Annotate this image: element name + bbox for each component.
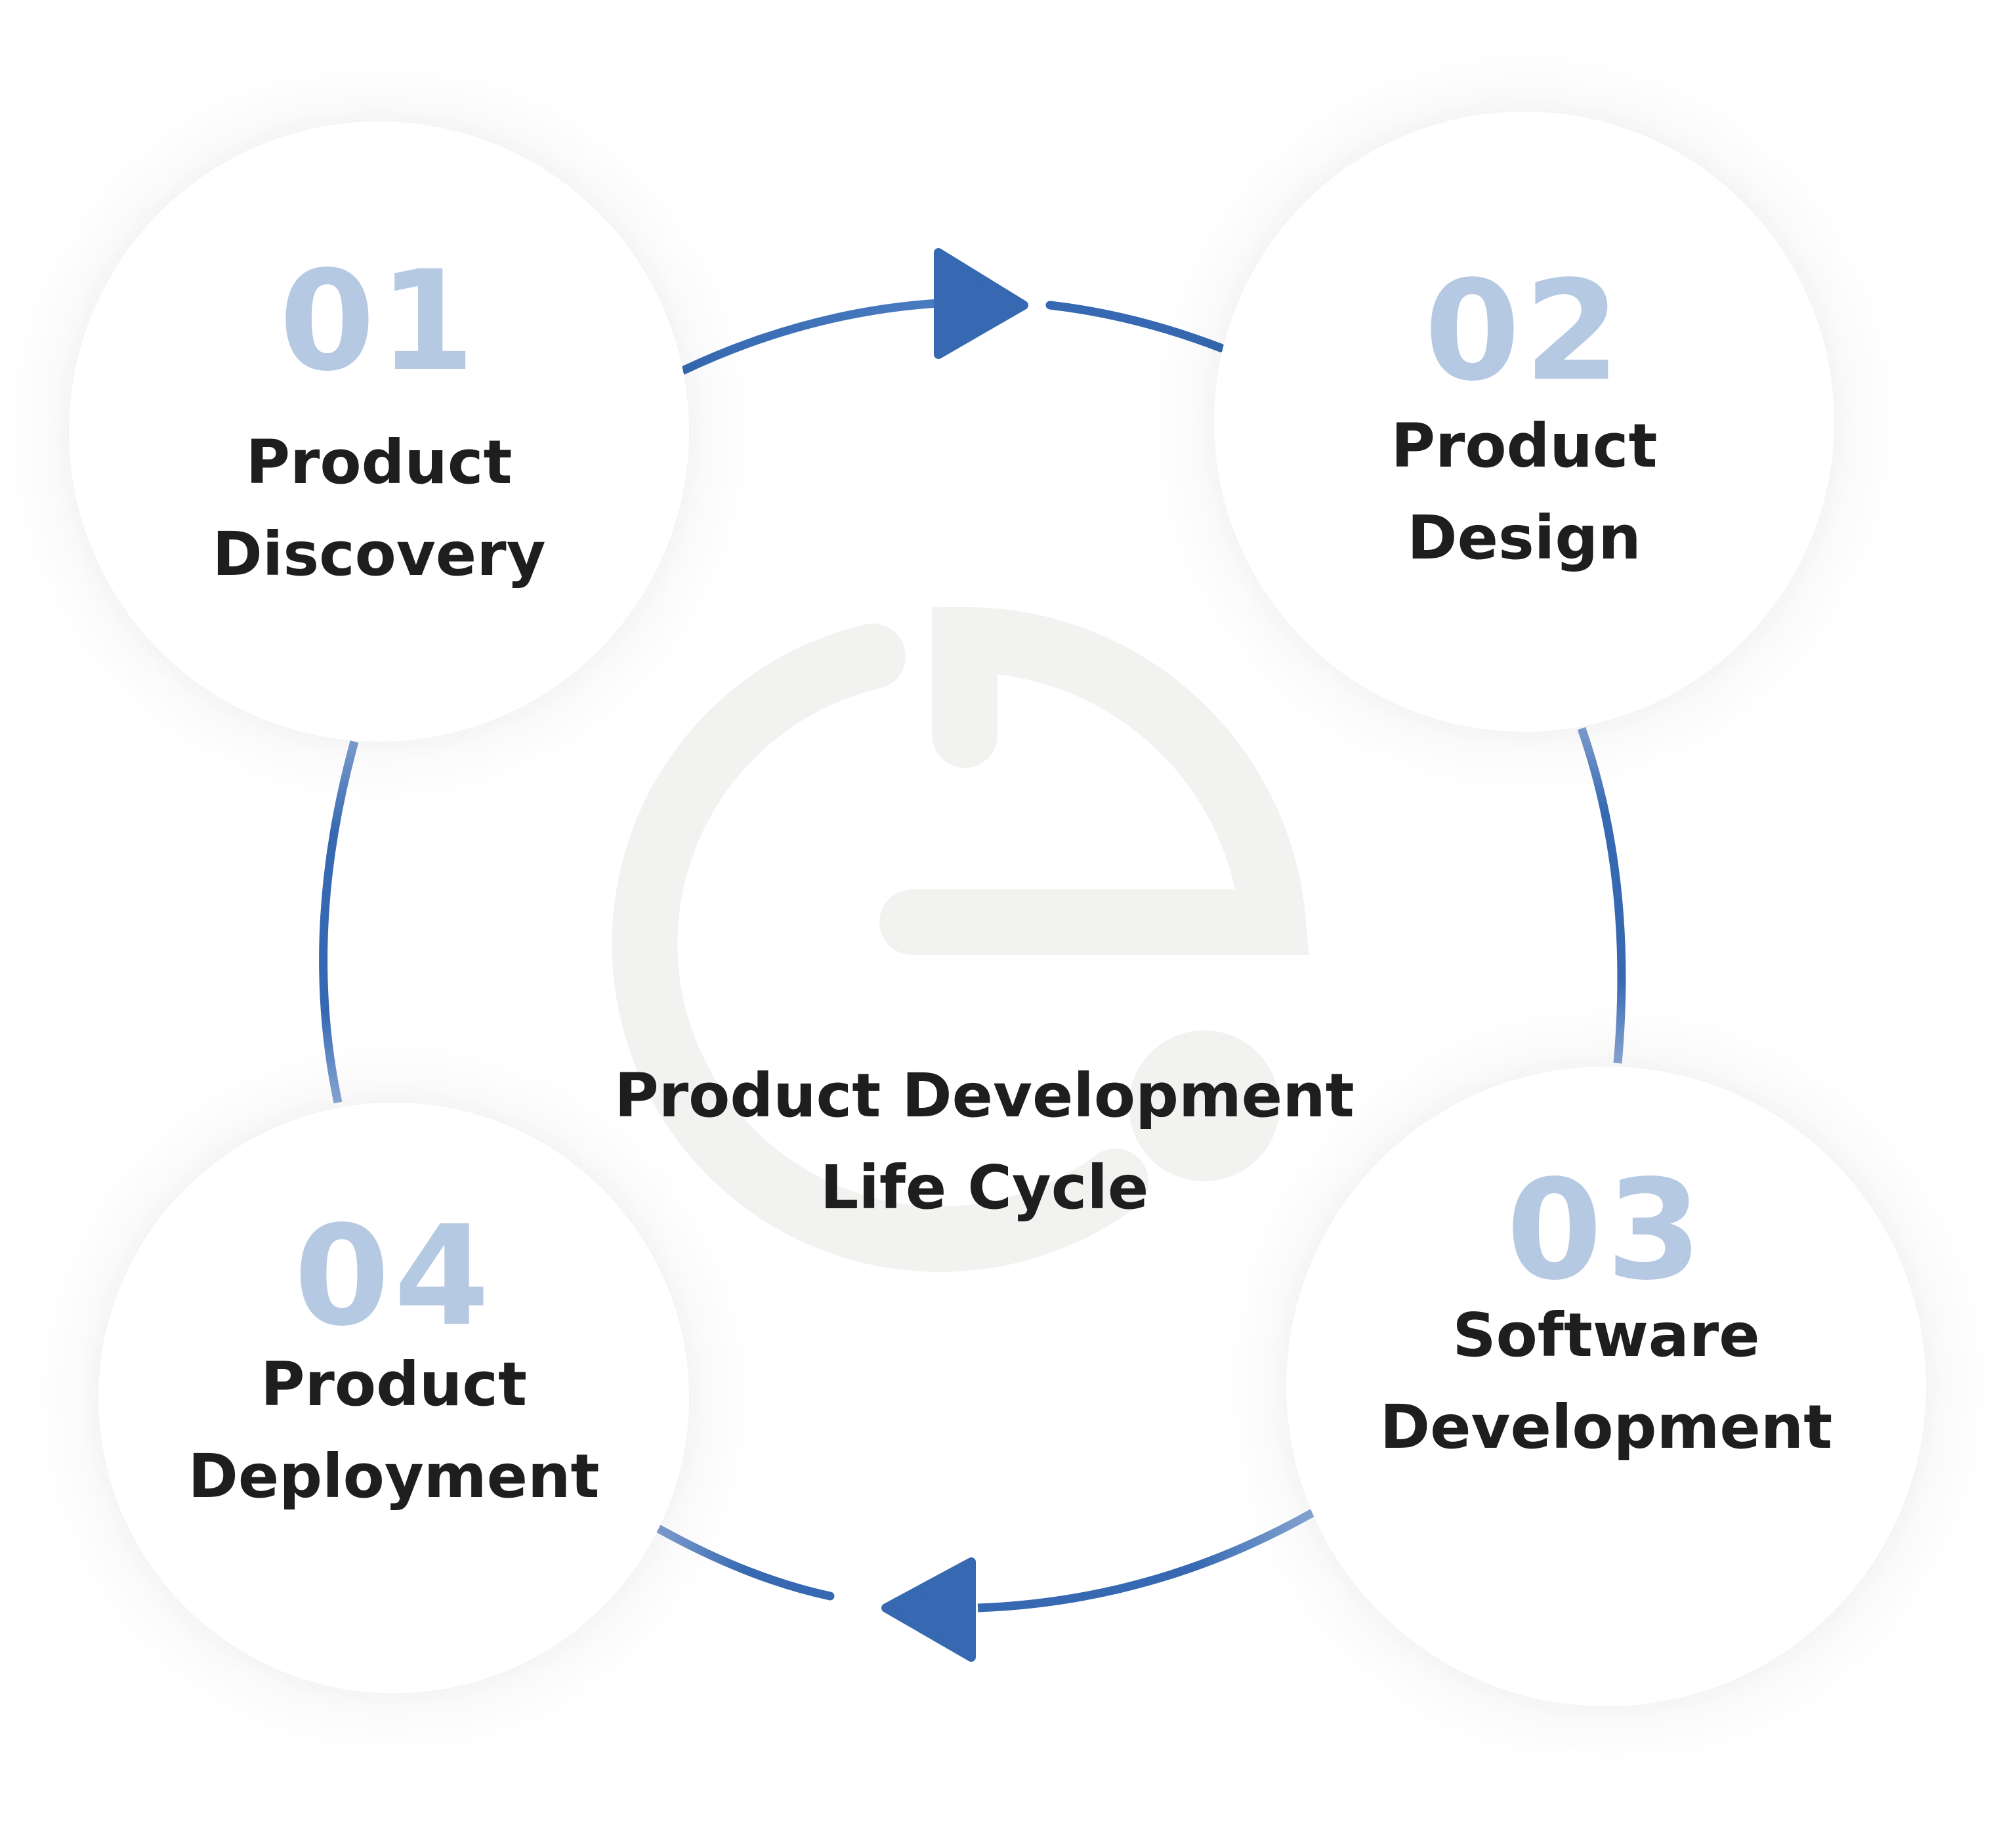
arrow-connector-3-4-tail [655, 1525, 835, 1601]
stage-03-circle: 03 Software Development [1286, 1066, 1926, 1706]
stage-02-circle: 02 Product Design [1214, 112, 1834, 732]
diagram-title: Product Development Life Cycle [578, 1050, 1391, 1234]
arrow-head-3-4 [881, 1557, 976, 1662]
arrow-connector-2-3 [1577, 727, 1626, 1064]
stage-label: Software Development [1286, 1290, 1926, 1473]
stage-label-line-1: Product [245, 427, 513, 497]
arrow-connector-4-1 [319, 740, 359, 1104]
stage-label: Product Discovery [69, 417, 689, 601]
stage-label: Product Design [1214, 400, 1834, 584]
stage-number: 03 [1506, 1150, 1706, 1311]
diagram-title-line-2: Life Cycle [820, 1152, 1149, 1223]
stage-label-line-2: Design [1407, 503, 1641, 573]
arrow-head-1-2 [934, 248, 1028, 359]
stage-number: 02 [1424, 251, 1624, 411]
stage-04-circle: 04 Product Deployment [98, 1103, 689, 1693]
stage-label-line-2: Deployment [188, 1441, 600, 1511]
stage-number: 04 [293, 1196, 494, 1357]
stage-label: Product Deployment [98, 1339, 689, 1523]
stage-label-line-1: Product [261, 1349, 527, 1420]
stage-label-line-2: Development [1379, 1392, 1833, 1462]
stage-label-line-1: Software [1452, 1300, 1760, 1370]
arrow-connector-1-2 [681, 299, 939, 375]
diagram-title-line-1: Product Development [614, 1061, 1354, 1131]
stage-label-line-1: Product [1391, 411, 1658, 481]
arrow-connector-3-4 [977, 1509, 1315, 1613]
arrow-connector-1-2-tail [1045, 301, 1225, 352]
stage-01-circle: 01 Product Discovery [69, 121, 689, 742]
stage-number: 01 [279, 241, 479, 402]
stage-label-line-2: Discovery [212, 519, 546, 589]
